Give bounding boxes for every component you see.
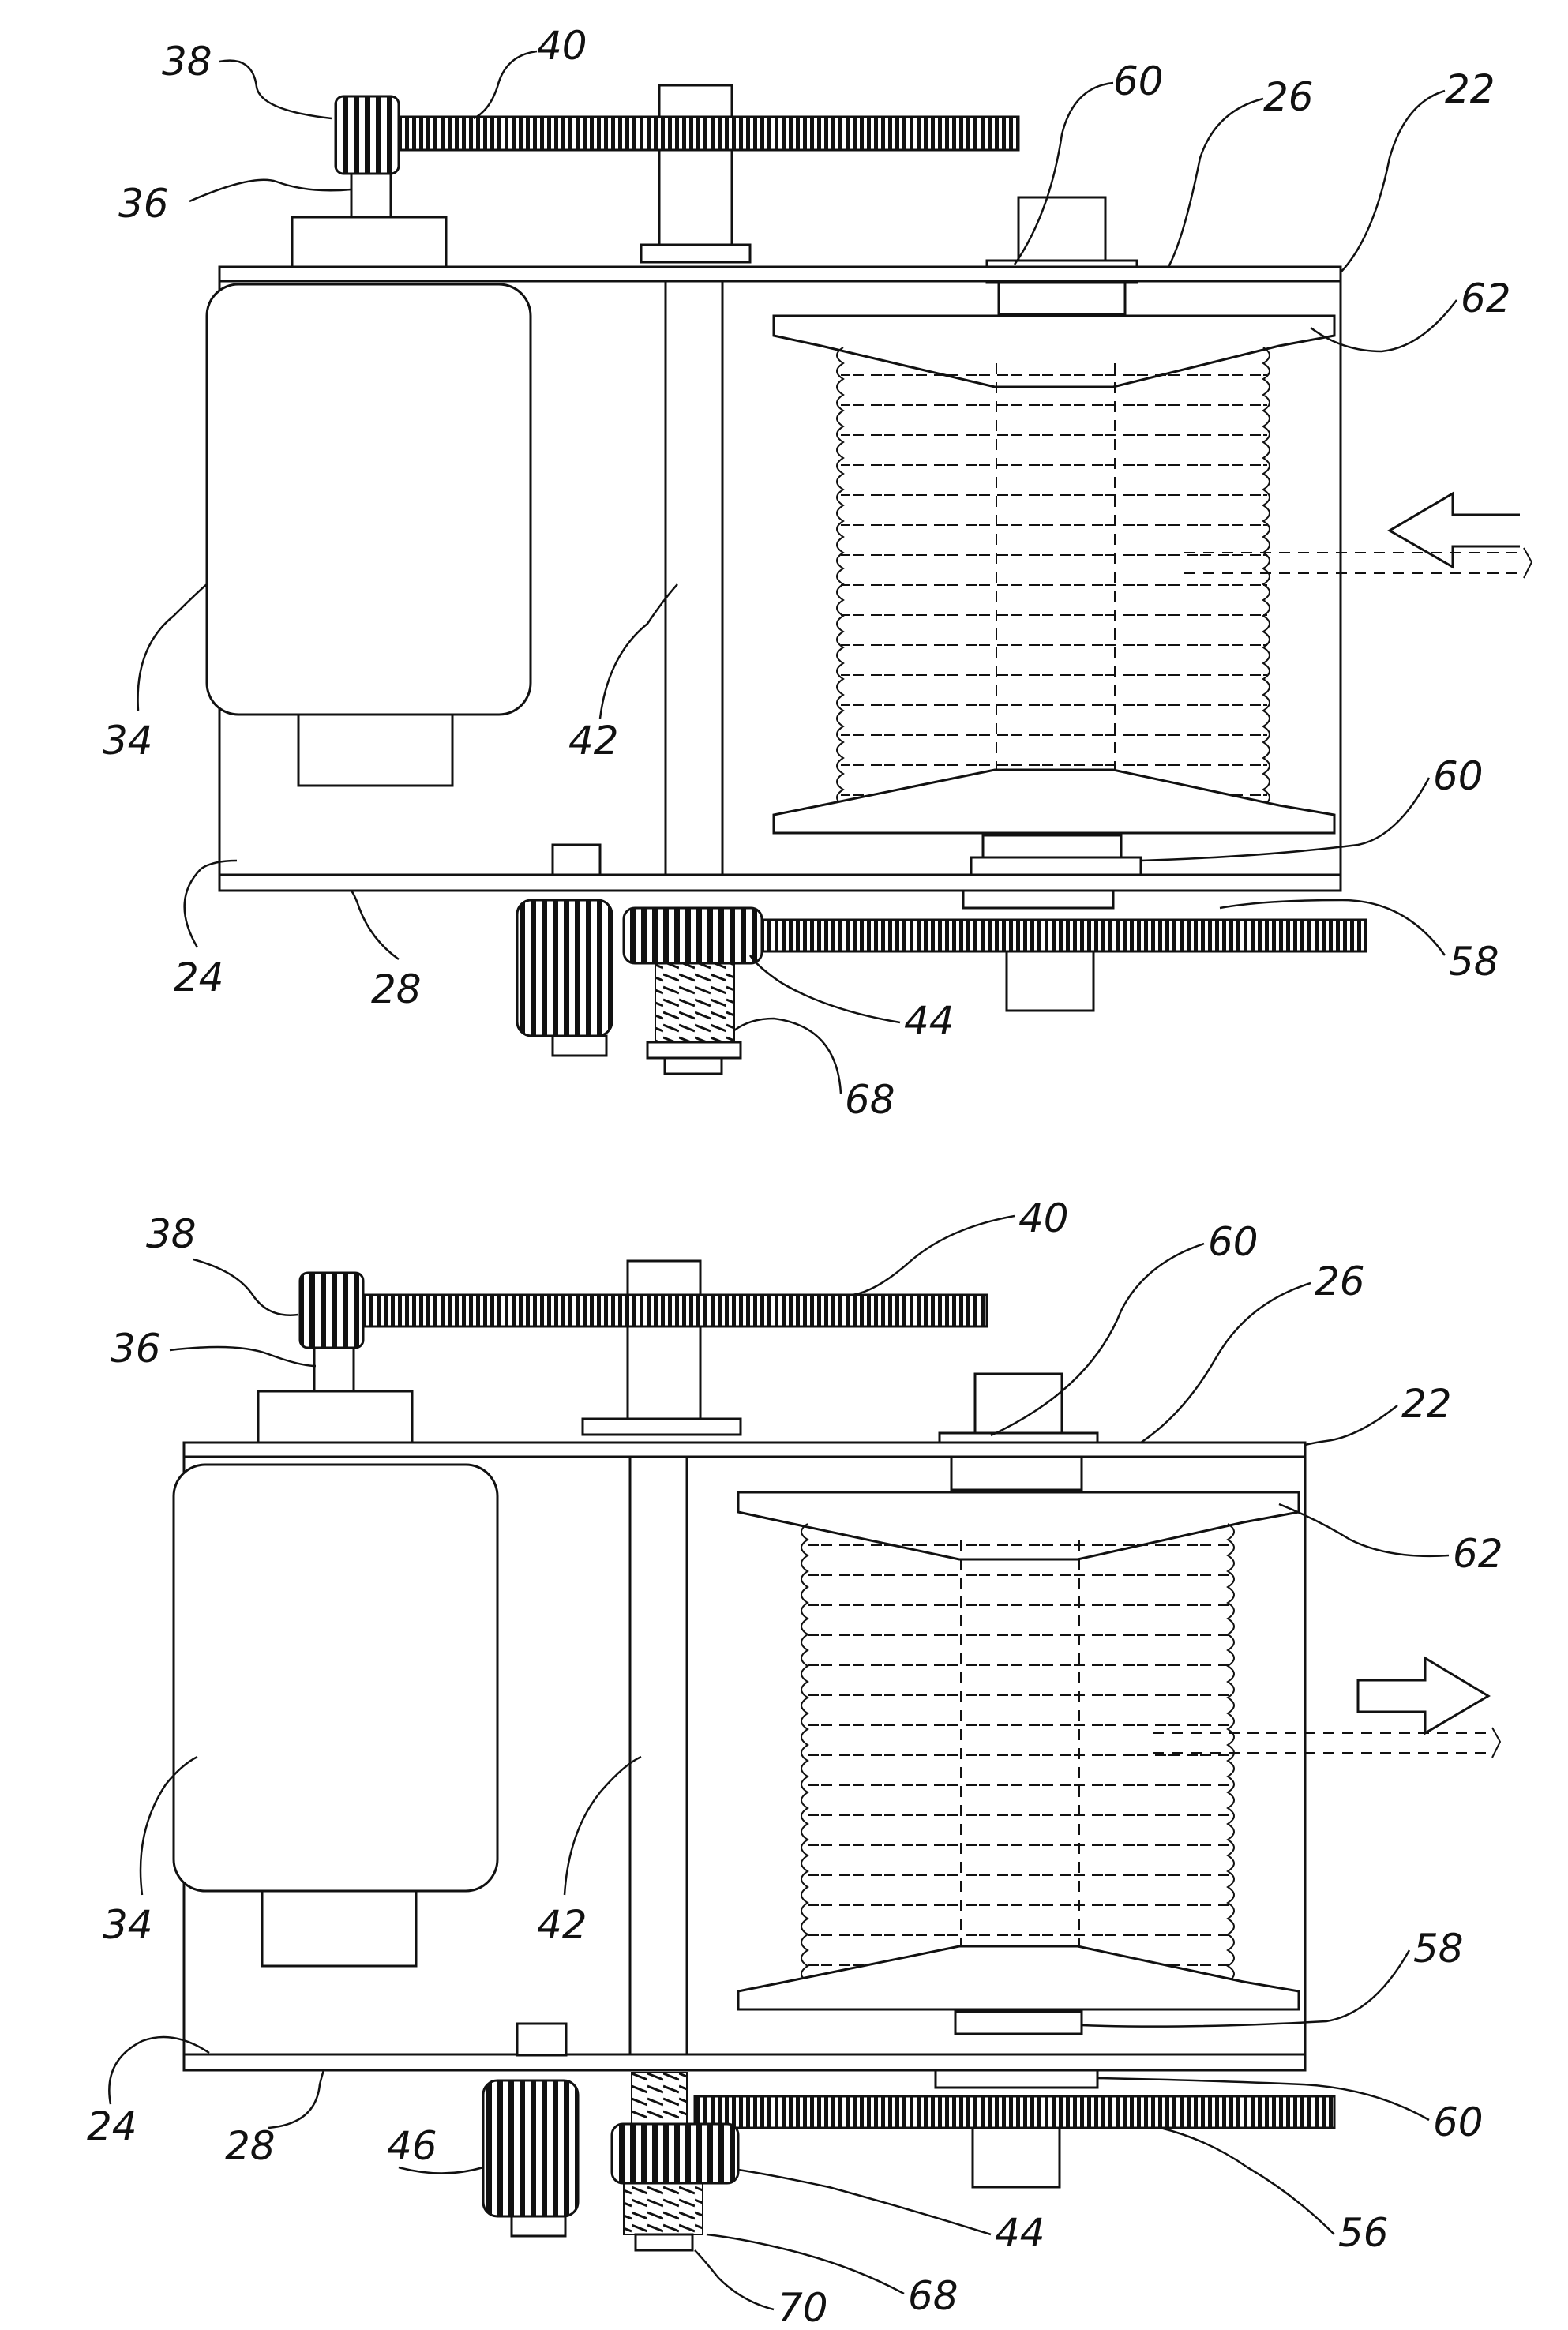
label-36: 36	[118, 181, 169, 227]
label-26-b: 26	[1315, 1259, 1365, 1304]
label-58: 58	[1449, 939, 1499, 985]
gear-40-b	[363, 1295, 987, 1326]
figure-bottom: 38 40 60 26 36 22 62 34 42 58 24 28 60 4…	[87, 1195, 1503, 2330]
label-60-bottom-b: 60	[1433, 2099, 1484, 2145]
gear-46	[517, 900, 612, 1036]
arrow-in-icon	[1390, 493, 1520, 567]
label-40-b: 40	[1018, 1195, 1069, 1241]
gear-44-b	[612, 2124, 738, 2183]
label-22-b: 22	[1401, 1381, 1452, 1427]
cable-break-b	[1492, 1728, 1500, 1758]
spring-base	[665, 1058, 722, 1074]
motor-base-b	[262, 1891, 416, 1966]
nut-lower	[553, 845, 600, 875]
column-42	[666, 281, 722, 875]
plate-26	[219, 267, 1341, 281]
spring-washer	[647, 1042, 741, 1058]
gear-40	[395, 117, 1018, 150]
label-38: 38	[162, 39, 212, 84]
spring-68-b	[624, 2183, 703, 2234]
gear-hub-58	[963, 891, 1113, 908]
bushing-60-bottom-b	[936, 2070, 1097, 2088]
bushing-60-bottom	[971, 857, 1141, 875]
label-46-b: 46	[387, 2123, 437, 2169]
motor-boss	[292, 217, 446, 269]
center-washer	[641, 245, 750, 262]
pinion-38-b	[300, 1273, 363, 1348]
plate-28	[219, 875, 1341, 891]
label-28-b: 28	[225, 2123, 276, 2169]
motor-base	[298, 715, 452, 786]
pinion-38	[336, 96, 399, 174]
label-68: 68	[845, 1077, 895, 1123]
motor-boss-b	[258, 1391, 412, 1443]
motor-34-b	[174, 1465, 497, 1891]
drum-washer-bottom	[983, 835, 1121, 857]
shaft-36-b	[314, 1348, 354, 1391]
label-44-b: 44	[995, 2210, 1045, 2256]
nut-lower-b	[517, 2024, 566, 2055]
center-nut	[659, 85, 732, 117]
label-24-b: 24	[87, 2103, 137, 2149]
label-56-b: 56	[1338, 2210, 1389, 2256]
label-24: 24	[174, 955, 224, 1000]
shaft-56	[973, 2128, 1060, 2187]
label-28: 28	[371, 966, 422, 1012]
plate-26-b	[184, 1443, 1305, 1457]
label-70-b: 70	[778, 2285, 828, 2330]
label-44: 44	[904, 998, 955, 1044]
label-62-b: 62	[1453, 1531, 1503, 1577]
label-60-top: 60	[1113, 58, 1164, 104]
winding-coil	[841, 347, 1267, 805]
gear-46-base	[553, 1036, 606, 1056]
label-36-b: 36	[111, 1326, 161, 1371]
label-60-bottom: 60	[1433, 753, 1484, 799]
plate-28-b	[184, 2054, 1305, 2070]
label-38-b: 38	[146, 1211, 197, 1257]
center-spindle-b	[628, 1326, 700, 1419]
motor-34	[207, 284, 531, 715]
label-62: 62	[1461, 276, 1511, 321]
label-34: 34	[103, 718, 153, 764]
column-42-b	[630, 1457, 687, 2054]
drum-washer-top-b	[951, 1457, 1082, 1490]
label-60-top-b: 60	[1208, 1219, 1259, 1265]
drum-shaft-top-b	[975, 1374, 1062, 1433]
label-22: 22	[1445, 66, 1495, 112]
drum-shaft-top	[1018, 197, 1105, 261]
label-26: 26	[1263, 74, 1314, 120]
center-nut-b	[628, 1261, 700, 1295]
center-washer-b	[583, 1419, 741, 1435]
gear-56	[695, 2096, 1334, 2128]
gear-44	[624, 908, 762, 963]
cable-break	[1524, 548, 1532, 578]
spring-upper-b	[632, 2073, 687, 2124]
shaft-36	[351, 174, 391, 217]
shaft-58	[1007, 951, 1093, 1011]
spring-68	[655, 963, 734, 1042]
label-42-b: 42	[537, 1902, 587, 1948]
label-42: 42	[568, 718, 619, 764]
figure-top: 38 40 36 60 26 22 62 34 42 60 24 28 58 4…	[103, 23, 1532, 1123]
label-40: 40	[537, 23, 587, 69]
arrow-out-icon	[1358, 1658, 1488, 1733]
winding-coil-b	[805, 1524, 1232, 1982]
center-spindle	[659, 150, 732, 245]
gear-46-base-b	[512, 2216, 565, 2236]
gear-58	[758, 920, 1366, 951]
spring-base-b	[636, 2234, 692, 2250]
label-58-b: 58	[1413, 1926, 1464, 1972]
drum-washer-top	[999, 283, 1125, 314]
drum-washer-bottom-b	[955, 2012, 1082, 2034]
gear-46-b	[483, 2080, 578, 2216]
label-68-b: 68	[908, 2273, 958, 2319]
label-34-b: 34	[103, 1902, 153, 1948]
